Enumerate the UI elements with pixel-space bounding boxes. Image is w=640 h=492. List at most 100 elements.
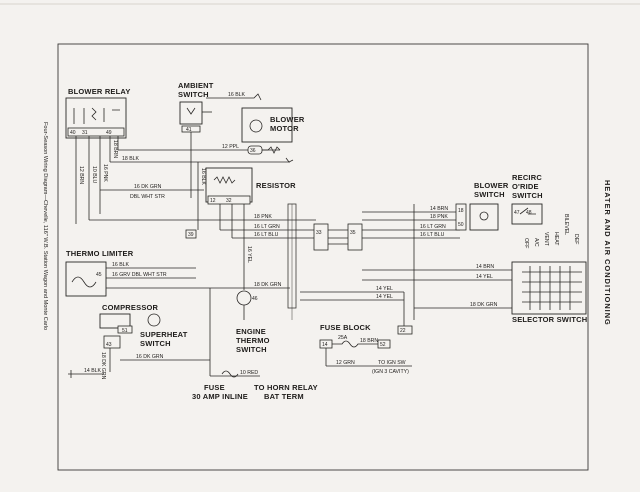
selector-switch-box xyxy=(511,261,587,315)
wire-label-12-brn: 12 BRN xyxy=(78,166,84,184)
diagram-frame xyxy=(57,43,589,471)
pin-41: 41 xyxy=(186,127,192,133)
selector-grid-cols xyxy=(529,266,571,310)
engine-thermo-switch-body xyxy=(236,290,252,306)
side-caption: Four-Season Wiring Diagram—Chevelle, 116… xyxy=(42,122,48,330)
pin-32: 32 xyxy=(226,198,232,204)
pin-50: 50 xyxy=(458,222,464,228)
selector-switch-label: SELECTOR SWITCH xyxy=(512,315,587,324)
wire-label-16-pnk: 16 PNK xyxy=(102,164,108,182)
recirc-switch-contact xyxy=(519,207,536,215)
connector-ambient xyxy=(185,229,197,239)
resistor-label: RESISTOR xyxy=(256,181,296,190)
compressor-clutch xyxy=(147,313,161,327)
connector-pin-labels: 40 31 49 41 36 12 32 39 33 35 51 52 14 2… xyxy=(70,127,532,348)
recirc-switch-label-3: SWITCH xyxy=(512,191,543,200)
wire-label-14-brn: 14 BRN xyxy=(430,206,448,212)
fuse-inline-label-1: FUSE xyxy=(204,383,225,392)
bulkhead-connector-left xyxy=(313,223,329,251)
wire-label-12-grn: 12 GRN xyxy=(336,360,355,366)
thermo-limiter-label: THERMO LIMITER xyxy=(66,249,134,258)
wire-label-dbl-wht-str: DBL WHT STR xyxy=(130,194,165,200)
fuse-block-label: FUSE BLOCK xyxy=(320,323,371,332)
selector-pos-off: OFF xyxy=(523,238,529,248)
pin-43: 43 xyxy=(106,342,112,348)
resistor-connector xyxy=(207,195,251,205)
blower-relay-label: BLOWER RELAY xyxy=(68,87,131,96)
engine-thermo-label-1: ENGINE xyxy=(236,327,266,336)
pin-45: 45 xyxy=(96,272,102,278)
pin-47: 47 xyxy=(514,210,520,216)
blower-switch-label-2: SWITCH xyxy=(474,190,505,199)
pin-36: 36 xyxy=(250,148,256,154)
wire-label-16-lt-grn-r: 16 LT GRN xyxy=(420,224,446,230)
bulkhead-through xyxy=(328,229,348,245)
selector-pos-bilevel: BILEVEL xyxy=(563,214,569,235)
wire-label-12-ppl: 12 PPL xyxy=(222,144,239,150)
superheat-switch-body xyxy=(103,335,121,349)
wire-label-16-lt-blu-r: 16 LT BLU xyxy=(420,232,445,238)
wire-label-18-dk-grn: 18 DK GRN xyxy=(254,282,282,288)
engine-thermo-label-2: THERMO xyxy=(236,336,270,345)
pin-49: 49 xyxy=(106,130,112,136)
superheat-switch-label-1: SUPERHEAT xyxy=(140,330,188,339)
superheat-switch-label-2: SWITCH xyxy=(140,339,171,348)
wire-16-blk-top xyxy=(206,93,262,101)
ground-blower xyxy=(262,146,294,163)
resistor-coil xyxy=(213,176,236,184)
blower-relay-box xyxy=(65,97,127,139)
wire-label-14-brn-sel: 14 BRN xyxy=(476,264,494,270)
blower-motor-icon xyxy=(249,119,263,133)
connector-14-yel xyxy=(397,325,413,335)
ambient-switch-contact xyxy=(186,107,196,115)
horn-relay-label-2: BAT TERM xyxy=(264,392,304,401)
wire-label-14-blk: 14 BLK xyxy=(84,368,102,374)
selector-pos-def: DEF xyxy=(573,234,579,244)
wire-label-16-grv: 16 GRV DBL WHT STR xyxy=(112,272,167,278)
selector-grid-rows xyxy=(522,271,582,303)
ambient-switch-label-1: AMBIENT xyxy=(178,81,214,90)
wire-label-16-lt-grn: 16 LT GRN xyxy=(254,224,280,230)
fuse-inline-label-2: 30 AMP INLINE xyxy=(192,392,248,401)
compressor-connector xyxy=(117,325,133,334)
selector-position-labels: OFF A/C VENT HEAT BILEVEL DEF xyxy=(523,214,579,248)
wire-label-18-dk-grn-v: 18 DK GRN xyxy=(100,352,106,380)
blower-switch-label-1: BLOWER xyxy=(474,181,509,190)
recirc-switch-label-1: RECIRC xyxy=(512,173,542,182)
blower-motor-label-1: BLOWER xyxy=(270,115,305,124)
selector-pos-ac: A/C xyxy=(533,238,539,247)
wire-label-16-blk-top: 16 BLK xyxy=(228,92,246,98)
compressor-label: COMPRESSOR xyxy=(102,303,159,312)
recirc-switch-label-2: O'RIDE xyxy=(512,182,539,191)
wire-label-14-yel-a: 14 YEL xyxy=(376,286,393,292)
pin-39: 39 xyxy=(188,232,194,238)
blower-motor-label-2: MOTOR xyxy=(270,124,299,133)
pin-46: 46 xyxy=(252,296,258,302)
relay-coil xyxy=(91,107,120,122)
pin-12: 12 xyxy=(210,198,216,204)
blower-switch-box xyxy=(469,203,499,231)
wire-label-14-yel-b: 14 YEL xyxy=(376,294,393,300)
engine-thermo-label-3: SWITCH xyxy=(236,345,267,354)
blower-relay-connector xyxy=(67,127,125,137)
bulkhead-connector-right xyxy=(347,223,363,251)
fuse-inline-symbol xyxy=(221,370,239,378)
fuse-block-amp: 25A xyxy=(338,335,348,341)
wire-label-16-dk-grn: 16 DK GRN xyxy=(134,184,162,190)
wire-label-14-yel-sel: 14 YEL xyxy=(476,274,493,280)
wire-label-16-lt-blu: 16 LT BLU xyxy=(254,232,279,238)
fuse-block-fuse xyxy=(332,340,378,348)
wire-label-18-dk-grn-sel: 18 DK GRN xyxy=(470,302,498,308)
compressor-body xyxy=(99,313,131,329)
pin-48: 48 xyxy=(526,210,532,216)
fuse-block-connector-right xyxy=(377,339,391,349)
pin-14: 14 xyxy=(322,342,328,348)
sheet-title: HEATER AND AIR CONDITIONING xyxy=(603,180,612,326)
wire-label-16-dk-grn-sh: 16 DK GRN xyxy=(136,354,164,360)
ign-sw-label: TO IGN SW xyxy=(378,360,406,366)
wire-label-18-pnk-r: 18 PNK xyxy=(430,214,448,220)
wire-label-16-blk-v: 16 BLK xyxy=(200,168,206,186)
recirc-switch-box xyxy=(511,203,543,225)
selector-pos-heat: HEAT xyxy=(553,232,559,246)
